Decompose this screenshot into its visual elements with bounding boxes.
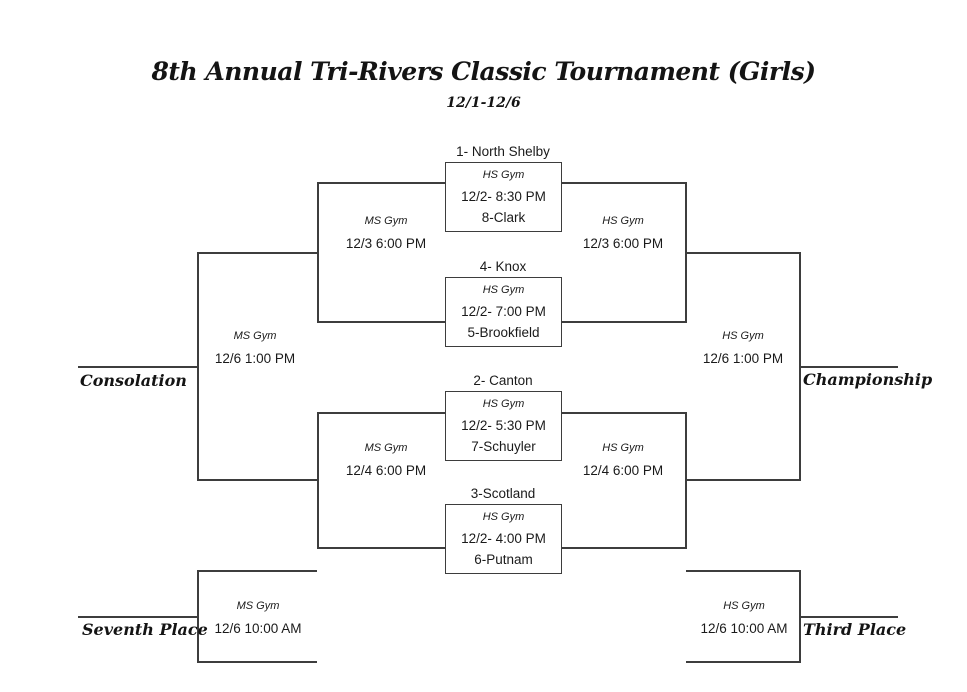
game-4-box: HS Gym 12/2- 4:00 PM 6-Putnam: [445, 504, 562, 574]
bracket-line-game1-right: [562, 182, 686, 184]
bracket-line-championship-semi1: [686, 252, 800, 254]
championship-final-info: HS Gym 12/6 1:00 PM: [673, 330, 813, 368]
game-3-gym: HS Gym: [482, 398, 525, 411]
bracket-line-game4-right: [562, 547, 686, 549]
game-4-gym: HS Gym: [482, 511, 525, 524]
game-1-gym: HS Gym: [482, 169, 525, 182]
consolation-final-gym: MS Gym: [233, 330, 277, 342]
bracket-line-consolation-semi1: [197, 252, 317, 254]
game-4-time: 12/2- 4:00 PM: [461, 530, 546, 546]
consolation-final-time: 12/6 1:00 PM: [214, 351, 296, 366]
championship-semi2-gym: HS Gym: [602, 442, 644, 454]
championship-final-gym: HS Gym: [722, 330, 764, 342]
bracket-line-game2-right: [562, 321, 686, 323]
game-4-bottom-team: 6-Putnam: [474, 551, 533, 567]
consolation-semi2-gym: MS Gym: [364, 442, 408, 454]
seventh-place-gym: MS Gym: [236, 600, 280, 612]
third-place-info: HS Gym 12/6 10:00 AM: [674, 600, 814, 638]
tournament-title: 8th Annual Tri-Rivers Classic Tournament…: [151, 57, 816, 86]
game-1-bottom-team: 8-Clark: [481, 209, 526, 225]
bracket-line-game4-left: [317, 547, 445, 549]
game-2-box: HS Gym 12/2- 7:00 PM 5-Brookfield: [445, 277, 562, 347]
seventh-place-time: 12/6 10:00 AM: [214, 621, 302, 636]
game-4-top-team: 3-Scotland: [470, 486, 536, 501]
bracket-line-third-winner: [800, 616, 898, 618]
bracket-joint-right-top: [685, 182, 687, 323]
championship-semi2-info: HS Gym 12/4 6:00 PM: [553, 442, 693, 480]
consolation-semi2-time: 12/4 6:00 PM: [345, 463, 427, 478]
game-1-box: HS Gym 12/2- 8:30 PM 8-Clark: [445, 162, 562, 232]
consolation-semi1-gym: MS Gym: [364, 215, 408, 227]
game-1-top-team: 1- North Shelby: [456, 144, 550, 159]
tournament-dates: 12/1-12/6: [446, 95, 521, 111]
championship-semi1-gym: HS Gym: [602, 215, 644, 227]
bracket-line-championship-semi2: [686, 479, 800, 481]
championship-semi2-time: 12/4 6:00 PM: [582, 463, 664, 478]
bracket-line-third-top: [686, 570, 800, 572]
bracket-line-seventh-winner: [78, 616, 198, 618]
bracket-joint-championship-final: [799, 252, 801, 481]
game-1-time: 12/2- 8:30 PM: [461, 188, 546, 204]
game-3-box: HS Gym 12/2- 5:30 PM 7-Schuyler: [445, 391, 562, 461]
game-3-top-team: 2- Canton: [473, 373, 533, 388]
bracket-line-consolation-winner: [78, 366, 198, 368]
third-place-gym: HS Gym: [723, 600, 765, 612]
bracket-line-game3-left: [317, 412, 445, 414]
third-place-time: 12/6 10:00 AM: [700, 621, 788, 636]
bracket-joint-left-bottom: [317, 412, 319, 549]
consolation-semi1-time: 12/3 6:00 PM: [345, 236, 427, 251]
championship-label: Championship: [803, 370, 933, 389]
bracket-line-seventh-top: [197, 570, 317, 572]
bracket-line-game3-right: [562, 412, 686, 414]
game-2-top-team: 4- Knox: [479, 259, 527, 274]
game-2-bottom-team: 5-Brookfield: [467, 324, 540, 340]
consolation-semi1-info: MS Gym 12/3 6:00 PM: [316, 215, 456, 253]
bracket-line-game1-left: [317, 182, 445, 184]
game-3-bottom-team: 7-Schuyler: [471, 438, 536, 454]
consolation-final-info: MS Gym 12/6 1:00 PM: [185, 330, 325, 368]
bracket-line-game2-left: [317, 321, 445, 323]
consolation-label: Consolation: [80, 371, 187, 390]
seventh-place-info: MS Gym 12/6 10:00 AM: [188, 600, 328, 638]
bracket-line-third-bottom: [686, 661, 800, 663]
bracket-joint-left-top: [317, 182, 319, 323]
game-2-gym: HS Gym: [482, 284, 525, 297]
third-place-label: Third Place: [803, 620, 907, 639]
seventh-place-label: Seventh Place: [82, 620, 208, 639]
bracket-line-championship-winner: [800, 366, 898, 368]
game-3-time: 12/2- 5:30 PM: [461, 417, 546, 433]
bracket-line-consolation-semi2: [197, 479, 317, 481]
bracket-joint-right-bottom: [685, 412, 687, 549]
game-2-time: 12/2- 7:00 PM: [461, 303, 546, 319]
consolation-semi2-info: MS Gym 12/4 6:00 PM: [316, 442, 456, 480]
bracket-joint-third: [799, 570, 801, 663]
championship-semi1-time: 12/3 6:00 PM: [582, 236, 664, 251]
championship-final-time: 12/6 1:00 PM: [702, 351, 784, 366]
bracket-line-seventh-bottom: [197, 661, 317, 663]
championship-semi1-info: HS Gym 12/3 6:00 PM: [553, 215, 693, 253]
